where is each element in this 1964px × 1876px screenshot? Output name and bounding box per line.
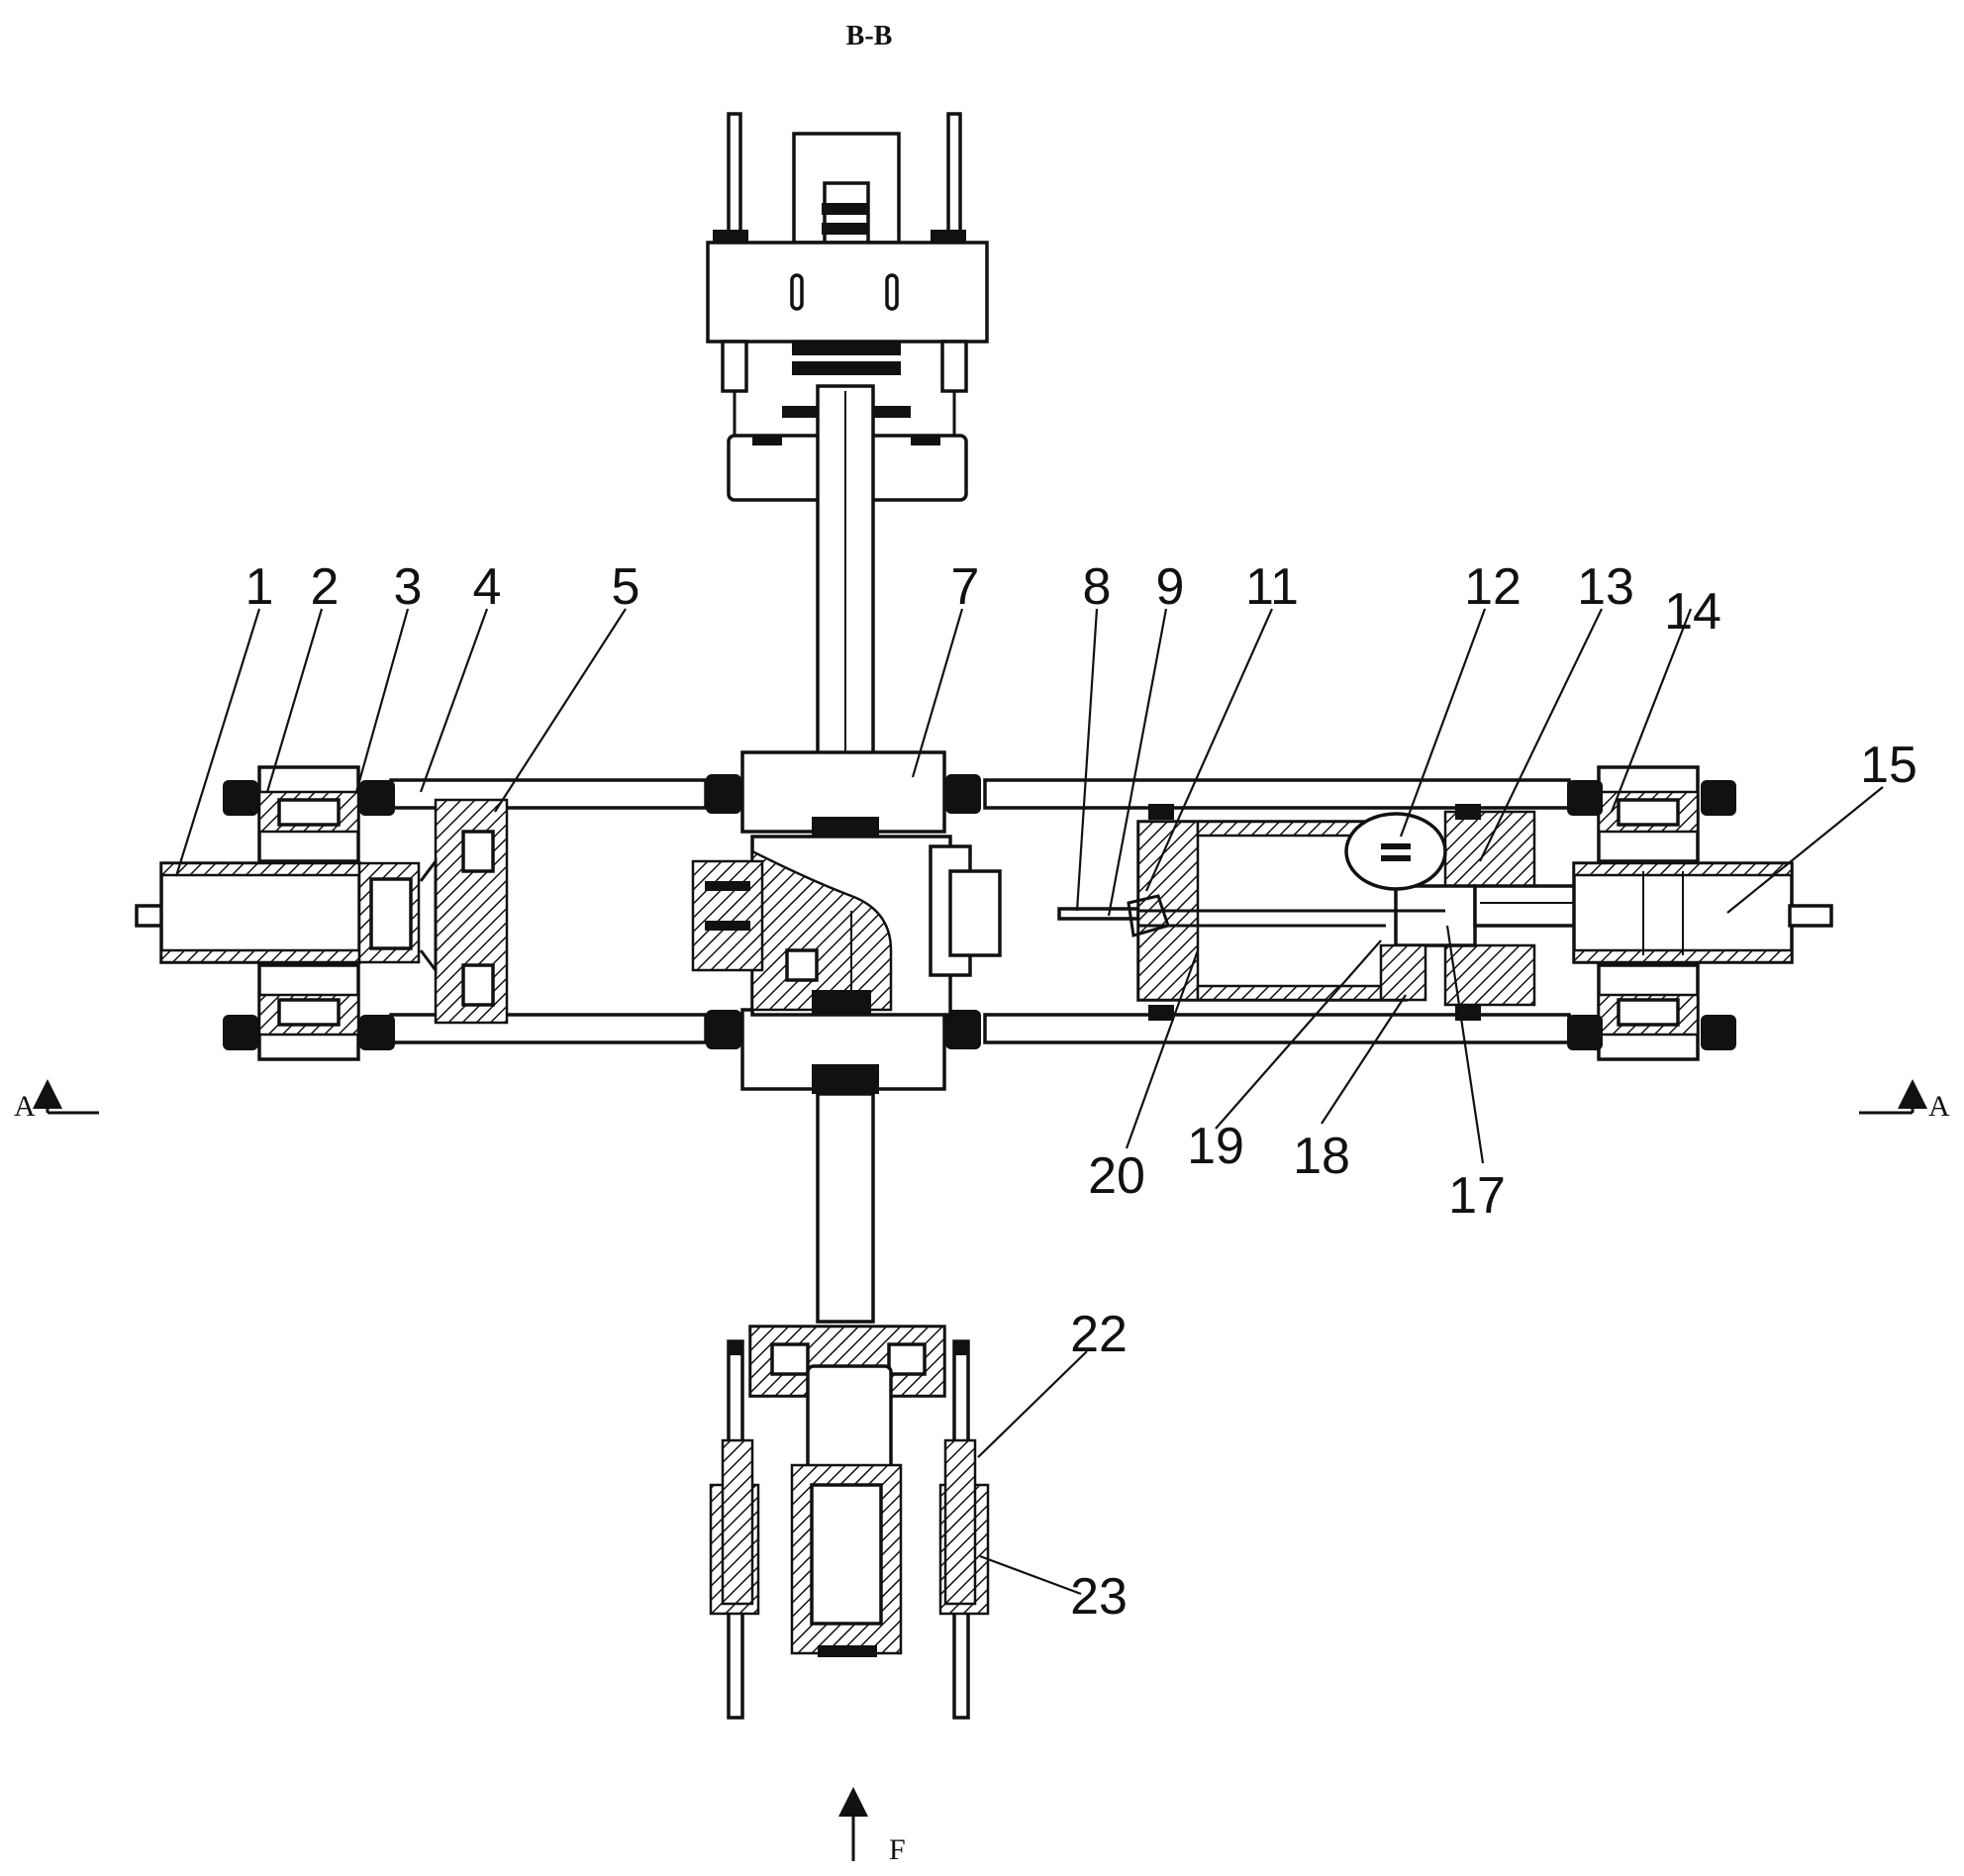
part-label-11: 11 [1245,558,1299,616]
left-end-assembly [135,765,421,1061]
section-marker-right-label: A [1928,1090,1950,1123]
part-label-9: 9 [1156,558,1185,616]
bottom-assembly [709,1325,990,1720]
leader-lines [174,608,1884,1596]
view-arrow-label: F [889,1833,906,1866]
section-marker-left-label: A [14,1090,36,1123]
part-label-12: 12 [1464,558,1522,616]
horizontal-tie-rods [389,778,1571,1044]
section-title: B-B [846,21,893,51]
part-label-13: 13 [1577,558,1634,616]
part-5-block [419,798,509,1025]
part-labels: 1 2 3 4 5 7 8 9 11 12 13 14 15 17 18 19 … [246,558,1917,1626]
section-marker-right: A [1859,1079,1950,1123]
part-label-5: 5 [612,558,640,616]
part-label-1: 1 [246,558,274,616]
part-label-8: 8 [1083,558,1112,616]
part-label-19: 19 [1187,1118,1244,1175]
central-hub [691,750,1002,1094]
section-marker-left: A [14,1079,99,1123]
vertical-rod-upper [816,384,875,804]
right-housing [1057,804,1536,1021]
part-label-14: 14 [1664,583,1721,641]
part-label-3: 3 [394,558,423,616]
vertical-rod-lower [816,1092,875,1324]
view-arrow: F [838,1787,906,1866]
right-end-assembly [1473,765,1833,1061]
part-label-22: 22 [1070,1306,1128,1363]
part-label-18: 18 [1293,1128,1350,1185]
part-label-2: 2 [311,558,340,616]
part-label-17: 17 [1448,1167,1506,1225]
part-label-23: 23 [1070,1568,1128,1626]
part-label-20: 20 [1088,1147,1145,1205]
part-label-4: 4 [473,558,502,616]
part-label-7: 7 [951,558,980,616]
part-label-15: 15 [1860,737,1917,794]
